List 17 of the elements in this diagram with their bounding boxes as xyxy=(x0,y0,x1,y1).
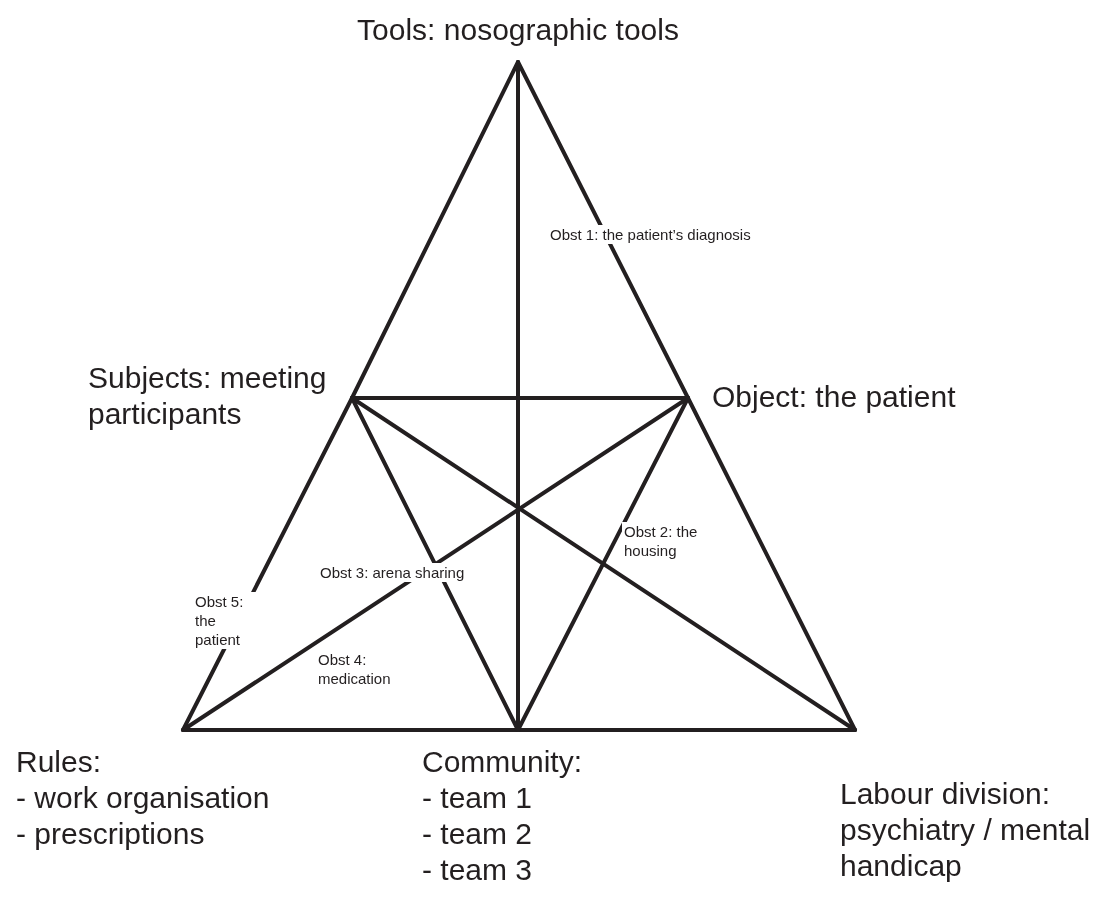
vertex-label: - team 1 xyxy=(422,780,533,816)
vertex-label: Community: xyxy=(422,744,583,780)
triangle-line xyxy=(350,396,690,400)
vertex-label: Object: the patient xyxy=(712,379,956,415)
obstacle-note: Obst 1: the patient’s diagnosis xyxy=(548,225,753,244)
triangle-line xyxy=(516,728,857,732)
vertex-label: - work organisation xyxy=(16,780,270,816)
vertex-label: Rules: xyxy=(16,744,102,780)
obstacle-note: Obst 3: arena sharing xyxy=(318,563,467,582)
vertex-label: Tools: nosographic tools xyxy=(357,12,679,48)
vertex-label: - team 3 xyxy=(422,852,533,888)
vertex-label: - prescriptions xyxy=(16,816,205,852)
triangle-line xyxy=(181,396,690,732)
triangle-line xyxy=(350,396,857,732)
vertex-label: Labour division: psychiatry / mental handicap xyxy=(840,776,1092,884)
vertex-label: Subjects: meeting participants xyxy=(88,360,328,432)
vertex-label: - team 2 xyxy=(422,816,533,852)
